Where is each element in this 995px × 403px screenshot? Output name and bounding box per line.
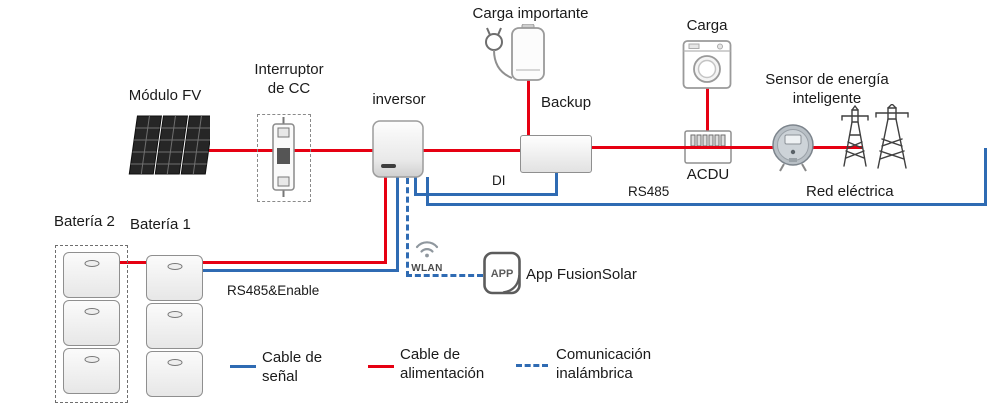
wire-acdu-to-load bbox=[706, 88, 709, 133]
pv-label: Módulo FV bbox=[128, 87, 202, 104]
grid-towers-icon bbox=[836, 104, 914, 170]
app-fusionsolar-label: App FusionSolar bbox=[526, 266, 637, 283]
legend-signal-label: Cable de señal bbox=[262, 349, 323, 385]
smart-sensor-icon bbox=[770, 122, 816, 172]
di-wire-label: DI bbox=[492, 173, 506, 188]
battery-handle-icon bbox=[84, 260, 99, 267]
smart-sensor-label: Sensor de energía inteligente bbox=[765, 71, 889, 107]
wire-battery-bus-signal bbox=[170, 269, 399, 272]
rs485-enable-wire-label: RS485&Enable bbox=[227, 283, 320, 298]
wlan-icon bbox=[412, 236, 442, 260]
load-label: Carga bbox=[686, 17, 728, 34]
legend-power-sample bbox=[368, 365, 394, 368]
battery1-module bbox=[146, 255, 203, 301]
wire-di-rise bbox=[555, 172, 558, 196]
legend-wireless-label: Comunicación inalámbrica bbox=[556, 346, 652, 382]
important-load-label: Carga importante bbox=[472, 5, 589, 22]
battery-handle-icon bbox=[84, 308, 99, 315]
dc-breaker-icon bbox=[272, 117, 295, 197]
backup-box-icon bbox=[520, 135, 592, 173]
wire-battery-bus-power bbox=[100, 261, 387, 264]
battery2-module bbox=[63, 300, 120, 346]
wire-di-drop bbox=[414, 177, 417, 196]
grid-label: Red eléctrica bbox=[806, 183, 894, 200]
wire-backup-to-grid-power bbox=[589, 146, 862, 149]
wire-rs485-run bbox=[426, 203, 987, 206]
load-washer-icon bbox=[682, 36, 732, 90]
legend-power-label: Cable de alimentación bbox=[400, 346, 485, 382]
battery1-label: Batería 1 bbox=[130, 216, 191, 233]
inverter-label: inversor bbox=[372, 91, 426, 108]
battery2-module bbox=[63, 348, 120, 394]
wire-pv-to-backup-power bbox=[205, 149, 522, 152]
dc-switch-label: Interruptor de CC bbox=[254, 61, 324, 97]
battery1-module bbox=[146, 351, 203, 397]
wlan-label: WLAN bbox=[411, 263, 443, 274]
battery-handle-icon bbox=[84, 356, 99, 363]
dc-switch-box bbox=[257, 114, 311, 202]
acdu-label: ACDU bbox=[686, 166, 730, 183]
battery2-label: Batería 2 bbox=[54, 213, 115, 230]
legend-wireless-sample bbox=[516, 364, 548, 367]
battery-handle-icon bbox=[167, 263, 182, 270]
wire-wireless-run bbox=[406, 274, 483, 277]
backup-label: Backup bbox=[541, 94, 592, 111]
battery1-module bbox=[146, 303, 203, 349]
wire-inverter-battery-drop-power bbox=[384, 177, 387, 264]
pv-module-icon bbox=[126, 112, 210, 178]
battery-handle-icon bbox=[167, 359, 182, 366]
inverter-icon bbox=[372, 120, 424, 178]
legend-signal-sample bbox=[230, 365, 256, 368]
app-fusionsolar-icon: APP bbox=[482, 250, 522, 297]
wire-rs485-rise bbox=[984, 148, 987, 206]
wire-wireless-drop bbox=[406, 178, 409, 277]
battery2-module bbox=[63, 252, 120, 298]
wire-backup-to-important-load bbox=[527, 80, 530, 137]
app-icon-text: APP bbox=[491, 268, 514, 280]
wire-di-run bbox=[414, 193, 558, 196]
wire-inverter-battery-drop-signal bbox=[396, 177, 399, 272]
rs485-wire-label: RS485 bbox=[628, 184, 670, 199]
wire-rs485-drop bbox=[426, 177, 429, 206]
battery-handle-icon bbox=[167, 311, 182, 318]
important-load-icon bbox=[482, 24, 558, 86]
